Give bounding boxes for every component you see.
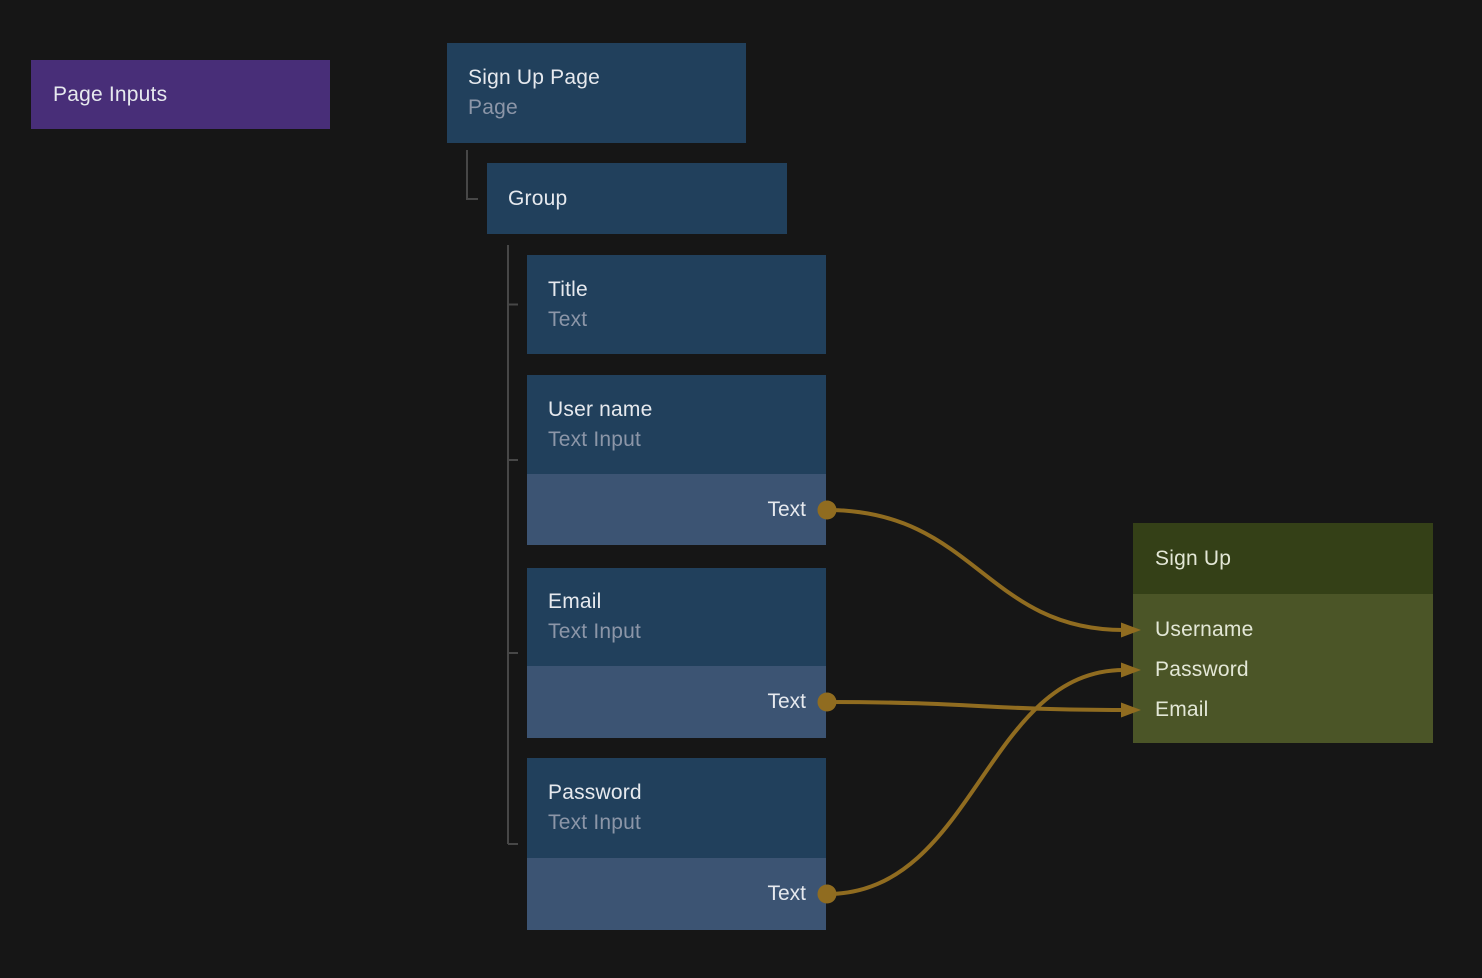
node-email-output-label: Text xyxy=(767,690,806,713)
input-label-email: Email xyxy=(1155,698,1209,721)
node-sign-up-page-title: Sign Up Page xyxy=(468,66,600,89)
node-group-title: Group xyxy=(508,186,568,210)
node-sign-up-page[interactable]: Sign Up Page Page xyxy=(447,43,746,143)
node-page-inputs-label: Page Inputs xyxy=(53,82,168,106)
node-password-type: Text Input xyxy=(548,811,642,834)
node-title-title: Title xyxy=(548,277,588,301)
node-password-output-label: Text xyxy=(767,882,806,905)
node-sign-up-header: Sign Up xyxy=(1133,523,1433,594)
node-password[interactable]: Password Text Input Text xyxy=(527,758,826,930)
input-label-username: Username xyxy=(1155,618,1254,641)
node-email-output-row[interactable]: Text xyxy=(527,666,826,738)
node-password-header: Password Text Input xyxy=(527,758,826,858)
node-title-type: Text xyxy=(548,307,588,331)
input-row-password[interactable]: Password xyxy=(1133,650,1433,690)
connection-password-wire[interactable] xyxy=(826,668,1125,896)
input-row-username[interactable]: Username xyxy=(1133,610,1433,650)
node-user-name-type: Text Input xyxy=(548,427,642,451)
connection-email-wire[interactable] xyxy=(826,700,1125,712)
node-email-title: Email xyxy=(548,590,602,613)
node-user-name-header: User name Text Input xyxy=(527,375,826,474)
node-sign-up[interactable]: Sign Up Username Password Email xyxy=(1133,523,1433,743)
node-user-name-title: User name xyxy=(548,397,653,421)
node-user-name-output-row[interactable]: Text xyxy=(527,474,826,545)
node-sign-up-title: Sign Up xyxy=(1155,546,1232,570)
node-title-header: Title Text xyxy=(527,255,826,354)
node-sign-up-page-type: Page xyxy=(468,96,518,119)
input-label-password: Password xyxy=(1155,658,1249,681)
node-user-name-output-label: Text xyxy=(767,497,806,521)
node-password-title: Password xyxy=(548,781,642,804)
node-email-header: Email Text Input xyxy=(527,568,826,666)
node-email[interactable]: Email Text Input Text xyxy=(527,568,826,738)
node-group-header: Group xyxy=(487,163,787,234)
node-password-output-row[interactable]: Text xyxy=(527,858,826,930)
input-row-email[interactable]: Email xyxy=(1133,690,1433,730)
node-email-type: Text Input xyxy=(548,620,642,643)
connection-username-wire[interactable] xyxy=(826,508,1125,632)
node-sign-up-body: Username Password Email xyxy=(1133,594,1433,743)
node-group[interactable]: Group xyxy=(487,163,787,234)
node-title[interactable]: Title Text xyxy=(527,255,826,354)
tree-connector-page-to-group xyxy=(466,150,478,200)
node-sign-up-page-header: Sign Up Page Page xyxy=(447,43,746,143)
node-page-inputs[interactable]: Page Inputs xyxy=(31,60,330,129)
node-user-name[interactable]: User name Text Input Text xyxy=(527,375,826,545)
